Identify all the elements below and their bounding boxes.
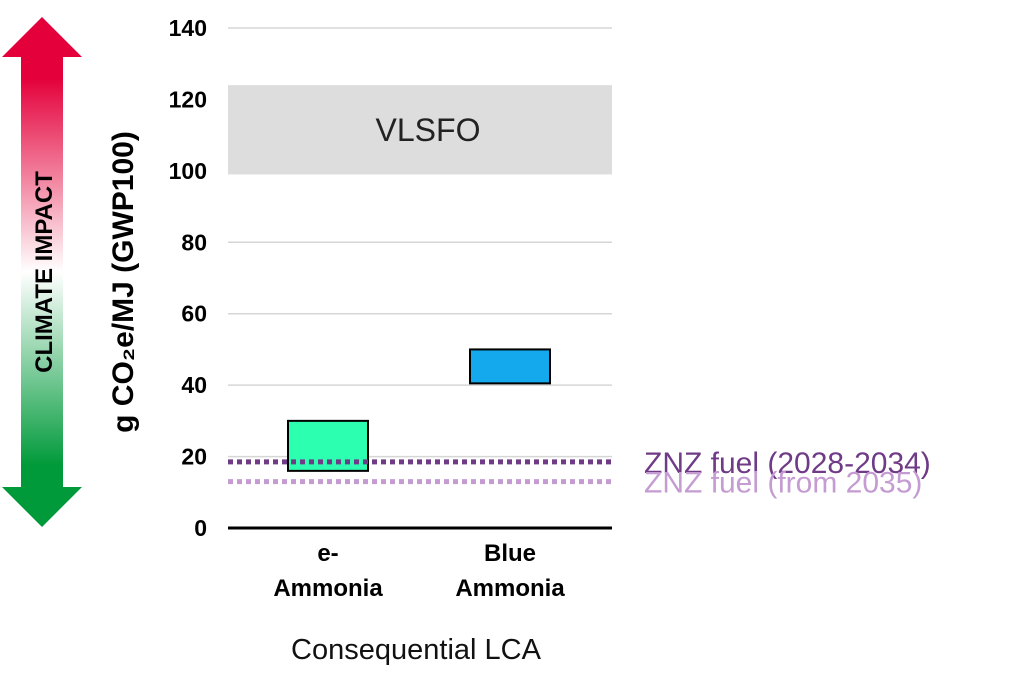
- climate-impact-label: CLIMATE IMPACT: [31, 171, 58, 373]
- climate-impact-arrow: CLIMATE IMPACT: [2, 17, 82, 527]
- reference-lines: ZNZ fuel (2028-2034)ZNZ fuel (from 2035): [228, 447, 931, 500]
- vlsfo-band-label: VLSFO: [376, 112, 481, 148]
- reference-line-label-1: ZNZ fuel (2028-2034): [644, 447, 931, 480]
- category-label-line2: Ammonia: [455, 575, 565, 602]
- bars: [287, 348, 551, 472]
- y-tick-label: 60: [181, 301, 207, 327]
- category-label-line1: Blue: [484, 540, 536, 567]
- y-tick-label: 20: [181, 444, 207, 470]
- bar-2: [469, 348, 551, 385]
- vlsfo-band: [228, 85, 612, 175]
- vlsfo-band-group: VLSFO: [228, 85, 612, 175]
- y-tick-labels: 0 20 40 60 80 100 120 140: [169, 15, 207, 541]
- y-tick-label: 100: [169, 158, 207, 184]
- y-tick-label: 40: [181, 372, 207, 398]
- x-axis-label: Consequential LCA: [291, 634, 542, 666]
- y-axis-label: g CO₂e/MJ (GWP100): [107, 131, 140, 433]
- climate-impact-arrow-shape: [2, 17, 82, 527]
- y-tick-label: 80: [181, 229, 207, 255]
- category-label-line1: e-: [317, 540, 338, 567]
- category-label-line2: Ammonia: [273, 575, 383, 602]
- y-tick-label: 120: [169, 86, 207, 112]
- y-tick-label: 0: [194, 515, 207, 541]
- y-tick-label: 140: [169, 15, 207, 41]
- reference-line-label-2: ZNZ fuel (from 2035): [644, 467, 922, 500]
